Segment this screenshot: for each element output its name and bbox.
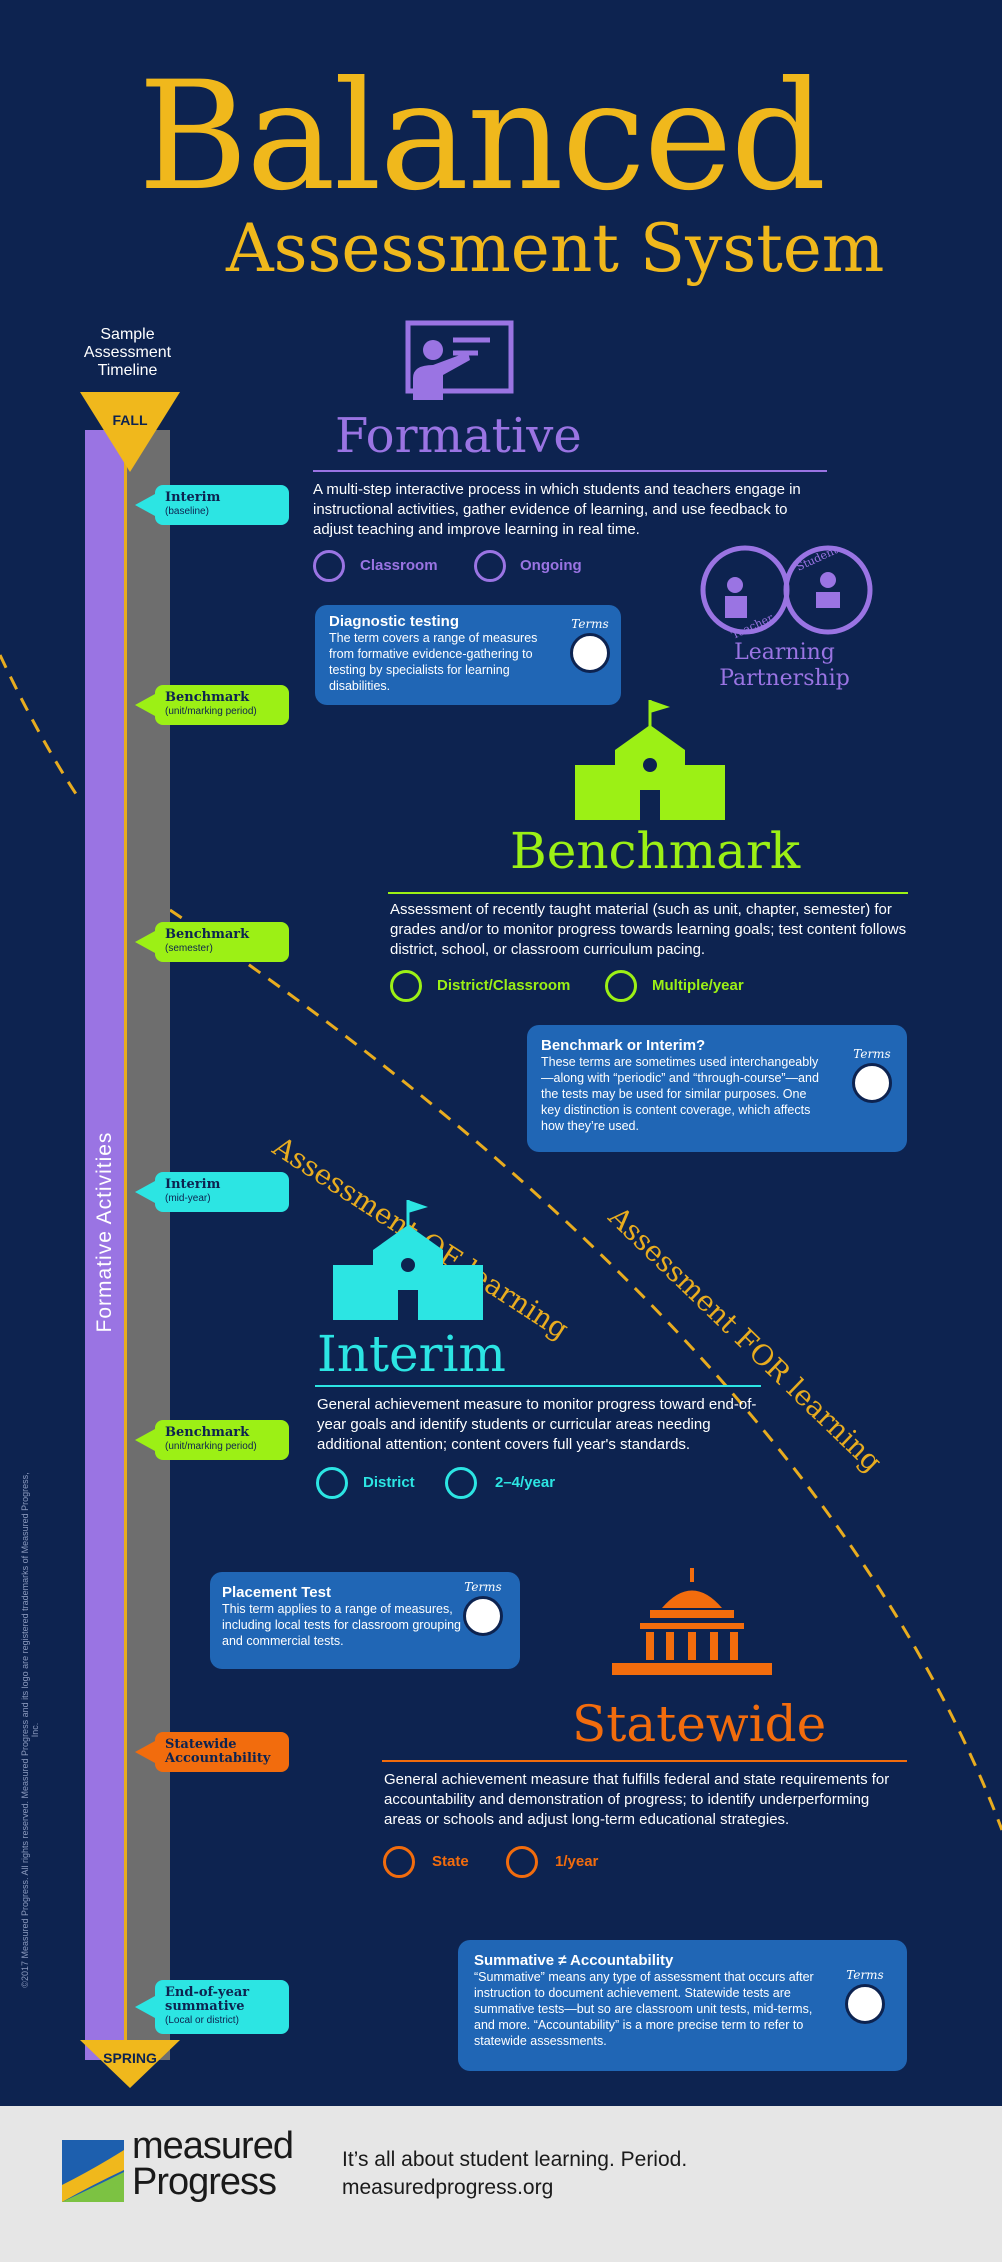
book-search-icon [852,1063,892,1103]
statewide-description: General achievement measure that fulfill… [384,1771,890,1828]
timeline-divider [124,430,127,2060]
book-search-icon [463,1596,503,1636]
calendar-icon [474,550,506,582]
interim-frequency: 2–4/year [495,1474,556,1491]
marker-sub: (mid-year) [165,1193,211,1204]
spring-arrow [80,2040,180,2088]
benchmark-title: Benchmark [510,822,801,880]
benchmark-description: Assessment of recently taught material (… [390,901,907,958]
formative-title: Formative [335,408,582,464]
page-title: Balanced [138,50,826,224]
card-title: Diagnostic testing [329,613,460,630]
marker-label: Statewide Accountability [165,1737,271,1766]
school-building-icon [333,1200,483,1320]
marker-label: Interim [165,1177,221,1192]
marker-benchmark-unit: Benchmark (unit/marking period) [135,685,289,725]
terms-label: Terms [853,1047,891,1061]
terms-label: Terms [846,1968,884,1982]
card-title: Summative ≠ Accountability [474,1952,674,1969]
brand-name-line2: Progress [132,2161,277,2203]
terms-badge: Terms [847,1047,897,1103]
formative-divider [313,470,827,472]
statewide-scope: State [432,1853,469,1870]
timeline-title: Sample Assessment Timeline [83,326,172,379]
card-title: Placement Test [222,1584,331,1601]
brand-name-line1: measured [132,2125,294,2167]
formative-scope: Classroom [360,557,438,574]
calendar-icon [445,1467,477,1499]
statewide-title: Statewide [572,1695,827,1753]
benchmark-scope: District/Classroom [437,977,571,994]
marker-sub: (unit/marking period) [165,706,257,717]
location-icon [390,970,422,1002]
spring-label: SPRING [103,2050,157,2066]
interim-scope: District [363,1474,415,1491]
terms-badge: Terms [458,1580,508,1636]
benchmark-or-interim-card: Benchmark or Interim? These terms are so… [527,1025,907,1152]
footer: measured Progress It’s all about student… [0,2106,1002,2262]
timeline-bar-track [127,430,170,2060]
capitol-building-icon [612,1568,772,1675]
terms-badge: Terms [840,1968,890,2024]
card-body: This term applies to a range of measures… [222,1602,462,1648]
marker-sub: (semester) [165,943,213,954]
card-title: Benchmark or Interim? [541,1037,706,1054]
timeline-bar [85,430,125,2060]
interim-title: Interim [317,1325,506,1383]
marker-interim-baseline: Interim (baseline) [135,485,289,525]
copyright-text: ©2017 Measured Progress. All rights rese… [20,1472,40,1988]
marker-interim-midyear: Interim (mid-year) [135,1172,289,1212]
marker-label: Benchmark [165,690,250,705]
marker-sub: (unit/marking period) [165,1441,257,1452]
statewide-divider [382,1760,907,1762]
marker-label: End-of-year summative [165,1985,250,2014]
footer-url[interactable]: measuredprogress.org [342,2176,554,2199]
learning-partnership-icon [700,545,873,635]
marker-label: Benchmark [165,927,250,942]
marker-benchmark-semester: Benchmark (semester) [135,922,289,962]
marker-sub: (baseline) [165,506,209,517]
learning-partnership-label: Learning Partnership [719,640,850,691]
footer-tagline: It’s all about student learning. Period. [342,2148,688,2171]
marker-sub: (Local or district) [165,2015,239,2026]
summative-accountability-card: Summative ≠ Accountability “Summative” m… [458,1940,907,2071]
page-subtitle: Assessment System [226,210,885,287]
statewide-frequency: 1/year [555,1853,599,1870]
school-building-icon [575,700,725,820]
benchmark-divider [388,892,908,894]
marker-benchmark-unit-2: Benchmark (unit/marking period) [135,1420,289,1460]
terms-label: Terms [464,1580,502,1594]
diagnostic-testing-card: Diagnostic testing The term covers a ran… [315,605,621,705]
location-icon [383,1846,415,1878]
calendar-icon [506,1846,538,1878]
marker-label: Interim [165,490,221,505]
benchmark-frequency: Multiple/year [652,977,744,994]
book-search-icon [845,1984,885,2024]
terms-badge: Terms [565,617,615,673]
calendar-icon [605,970,637,1002]
card-body: “Summative” means any type of assessment… [474,1970,814,2048]
measured-progress-logo [62,2140,124,2202]
marker-end-of-year: End-of-year summative (Local or district… [135,1980,289,2034]
card-body: These terms are sometimes used interchan… [541,1055,819,1133]
location-icon [316,1467,348,1499]
marker-statewide-accountability: Statewide Accountability [135,1732,289,1772]
interim-divider [315,1385,761,1387]
card-body: The term covers a range of measures from… [329,631,538,693]
placement-test-card: Placement Test This term applies to a ra… [210,1572,520,1669]
formative-frequency: Ongoing [520,557,582,574]
fall-arrow [80,392,180,472]
terms-label: Terms [571,617,609,631]
fall-label: FALL [112,412,148,428]
interim-description: General achievement measure to monitor p… [317,1396,757,1453]
formative-activities-label: Formative Activities [93,1131,116,1333]
marker-label: Benchmark [165,1425,250,1440]
location-icon [313,550,345,582]
formative-description: A multi-step interactive process in whic… [313,481,801,538]
teacher-board-icon [405,320,514,400]
book-search-icon [570,633,610,673]
